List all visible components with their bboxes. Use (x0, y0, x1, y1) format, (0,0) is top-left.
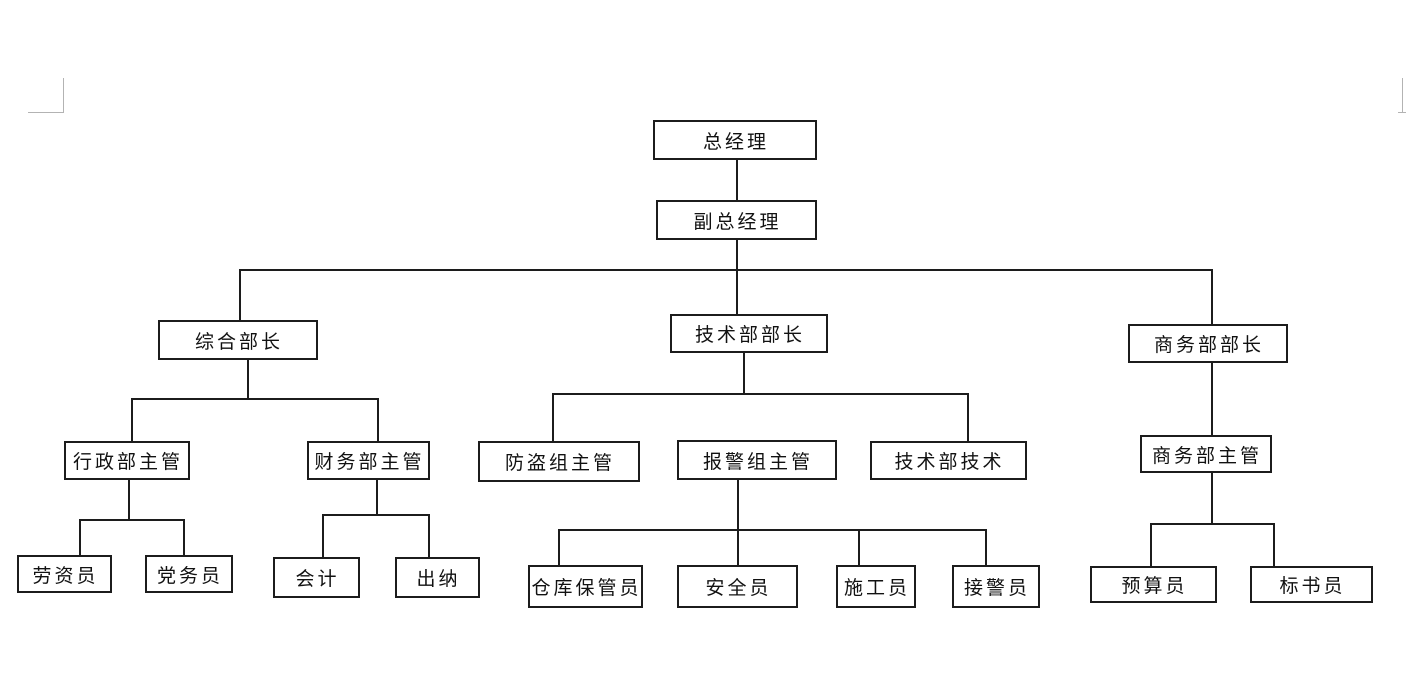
org-node-kuaiji[interactable]: 会计 (273, 557, 360, 598)
org-node-label: 安全员 (705, 577, 772, 599)
connector-line-horizontal (558, 529, 985, 531)
org-node-chuna[interactable]: 出纳 (395, 557, 480, 598)
page-margin-mark (63, 78, 64, 113)
connector-line-vertical (737, 480, 739, 565)
connector-line-horizontal (239, 269, 1211, 271)
connector-line-vertical (552, 393, 554, 441)
connector-line-vertical (985, 529, 987, 565)
org-node-label: 商务部部长 (1153, 334, 1264, 356)
org-node-caiwuzhuguan[interactable]: 财务部主管 (307, 441, 430, 480)
org-node-label: 出纳 (416, 568, 461, 590)
connector-line-vertical (736, 160, 738, 200)
org-node-label: 财务部主管 (314, 451, 425, 473)
org-node-zongjingli[interactable]: 总经理 (653, 120, 817, 160)
org-node-label: 总经理 (702, 130, 769, 153)
connector-line-vertical (247, 360, 249, 398)
org-node-label: 接警员 (963, 577, 1030, 599)
org-node-label: 劳资员 (32, 564, 99, 587)
org-node-fuzongjingli[interactable]: 副总经理 (656, 200, 817, 240)
connector-line-vertical (1211, 473, 1213, 523)
org-node-cangkubaoguanyuan[interactable]: 仓库保管员 (528, 565, 643, 608)
connector-line-horizontal (1150, 523, 1275, 525)
connector-line-horizontal (552, 393, 967, 395)
connector-line-vertical (858, 529, 860, 565)
connector-line-vertical (736, 240, 738, 269)
org-node-label: 技术部技术 (894, 451, 1005, 473)
org-node-label: 仓库保管员 (531, 577, 642, 599)
connector-line-vertical (183, 519, 185, 555)
org-node-label: 预算员 (1121, 575, 1188, 597)
page-margin-mark (1402, 78, 1403, 112)
org-node-label: 报警组主管 (702, 450, 813, 473)
connector-line-vertical (743, 353, 745, 393)
connector-line-vertical (558, 529, 560, 565)
connector-line-vertical (1211, 269, 1213, 324)
connector-line-vertical (967, 393, 969, 441)
connector-line-vertical (1150, 523, 1152, 566)
connector-line-vertical (239, 269, 241, 320)
org-node-label: 行政部主管 (72, 451, 183, 473)
connector-line-vertical (376, 480, 378, 514)
org-node-label: 技术部部长 (694, 324, 805, 346)
org-node-jiejingyuan[interactable]: 接警员 (952, 565, 1040, 608)
org-node-shangwuzhuguan[interactable]: 商务部主管 (1140, 435, 1272, 473)
org-node-baojingzhuguan[interactable]: 报警组主管 (677, 440, 837, 480)
org-node-label: 商务部主管 (1151, 444, 1262, 467)
connector-line-vertical (736, 269, 738, 314)
org-node-jishubuzhang[interactable]: 技术部部长 (670, 314, 828, 353)
connector-line-horizontal (131, 398, 377, 400)
org-node-biaoshuyuan[interactable]: 标书员 (1250, 566, 1373, 603)
org-node-shangwubuzhang[interactable]: 商务部部长 (1128, 324, 1288, 363)
org-node-jishubujishu[interactable]: 技术部技术 (870, 441, 1027, 480)
connector-line-horizontal (322, 514, 428, 516)
org-node-label: 标书员 (1279, 575, 1346, 597)
page-margin-mark (28, 112, 64, 113)
connector-line-vertical (79, 519, 81, 555)
org-node-dangwuyuan[interactable]: 党务员 (145, 555, 233, 593)
connector-line-vertical (322, 514, 324, 557)
org-node-label: 会计 (295, 568, 340, 590)
org-node-laoziyuan[interactable]: 劳资员 (17, 555, 112, 593)
org-node-yusuanyuan[interactable]: 预算员 (1090, 566, 1217, 603)
org-node-xingzhengzhuguan[interactable]: 行政部主管 (64, 441, 190, 480)
org-node-label: 副总经理 (693, 210, 782, 233)
org-node-label: 施工员 (843, 577, 910, 599)
connector-line-vertical (1273, 523, 1275, 566)
connector-line-vertical (377, 398, 379, 441)
connector-line-vertical (131, 398, 133, 441)
org-node-label: 综合部长 (194, 330, 283, 353)
org-node-label: 防盗组主管 (504, 452, 615, 474)
connector-line-vertical (1211, 363, 1213, 435)
org-node-anquanyuan[interactable]: 安全员 (677, 565, 798, 608)
org-node-label: 党务员 (156, 564, 223, 587)
connector-line-horizontal (79, 519, 183, 521)
connector-line-vertical (128, 480, 130, 519)
connector-line-vertical (428, 514, 430, 557)
org-node-fangdaozhuguan[interactable]: 防盗组主管 (478, 441, 640, 482)
page-margin-mark (1398, 112, 1406, 113)
org-node-shigongyuan[interactable]: 施工员 (836, 565, 916, 608)
org-node-zonghebuzhang[interactable]: 综合部长 (158, 320, 318, 360)
